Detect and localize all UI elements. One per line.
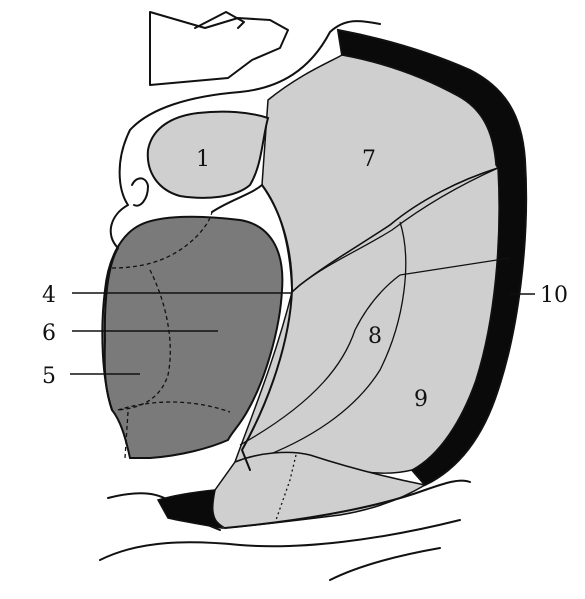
label-9: 9 <box>414 387 428 412</box>
label-6: 6 <box>42 321 56 346</box>
label-10: 10 <box>540 283 568 308</box>
label-4: 4 <box>42 283 56 308</box>
label-1: 1 <box>196 147 210 172</box>
label-7: 7 <box>362 147 376 172</box>
label-8: 8 <box>368 324 382 349</box>
label-5: 5 <box>42 364 56 389</box>
